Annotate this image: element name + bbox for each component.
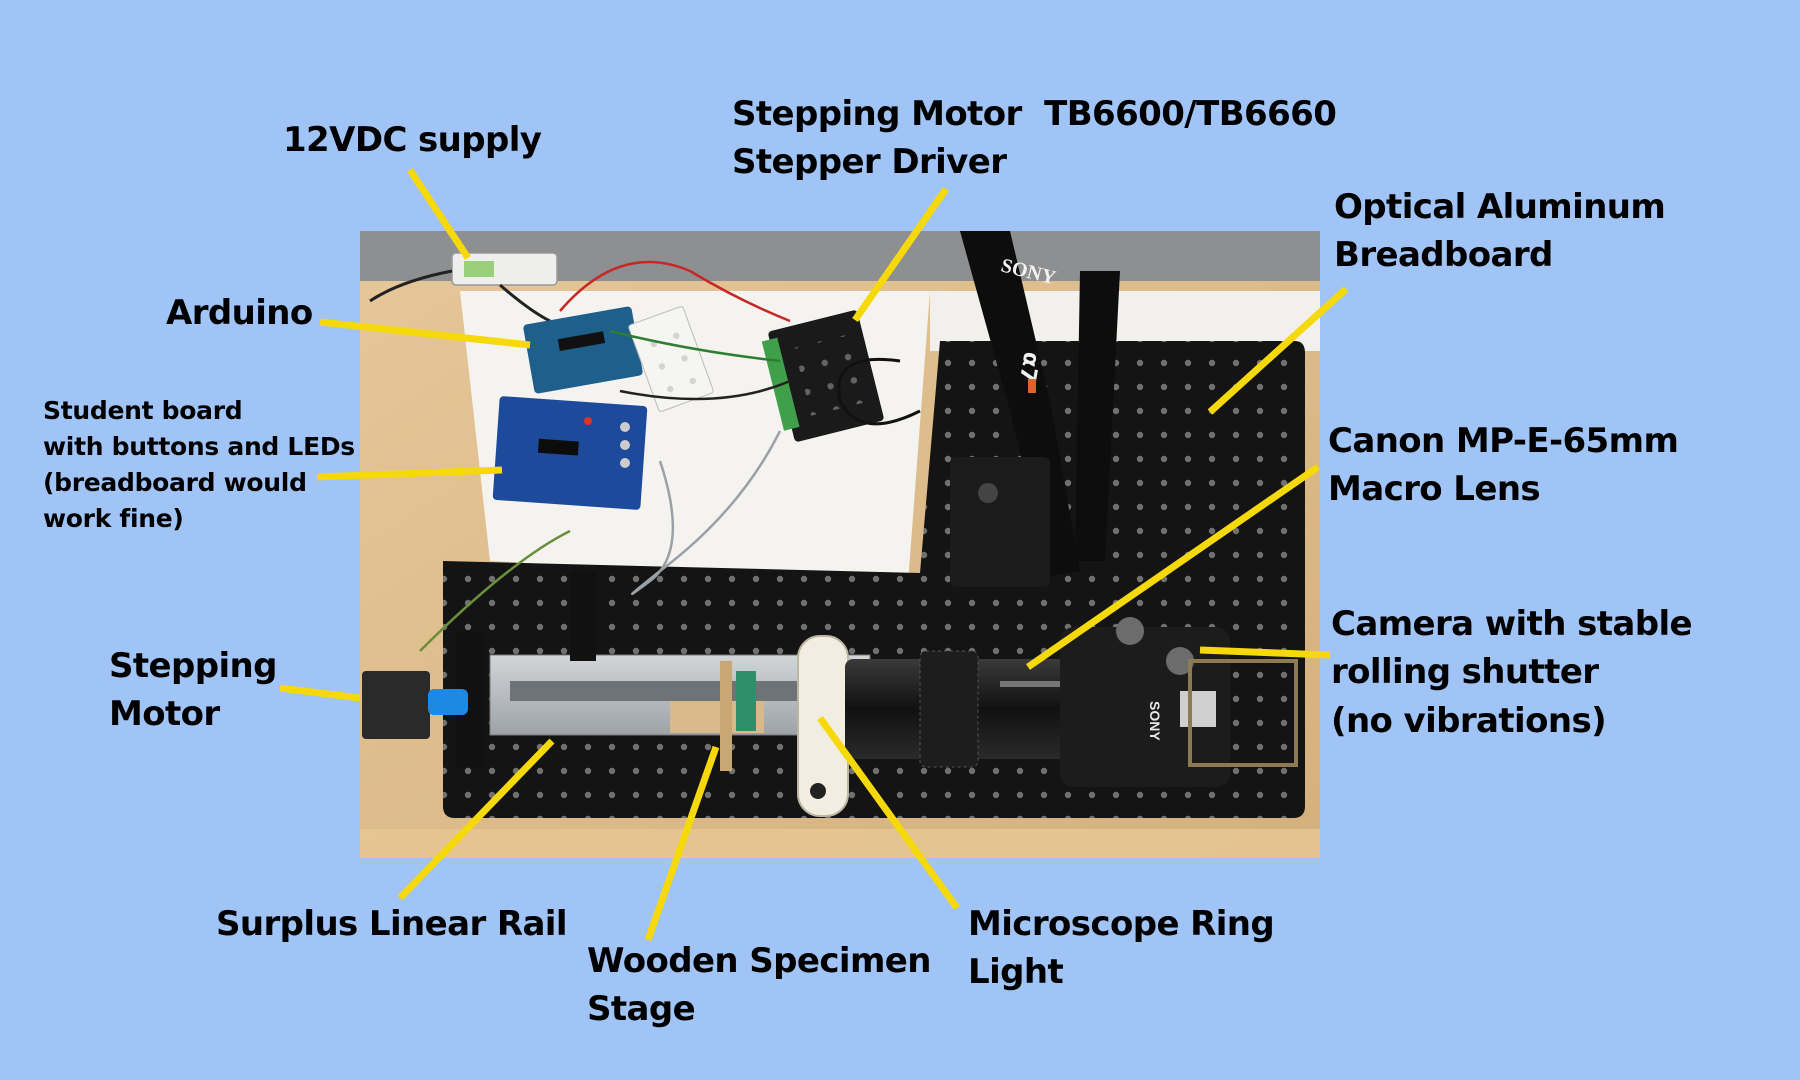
leader-breadboard (1207, 286, 1349, 415)
leader-camera (1199, 646, 1331, 659)
leader-rail (397, 738, 555, 901)
leader-arduino (319, 318, 531, 349)
student-board-led (584, 417, 592, 425)
label-student-board: Student board with buttons and LEDs (bre… (43, 396, 355, 533)
stepping-motor (362, 671, 430, 739)
mini-breadboard-rows (640, 316, 702, 402)
label-camera: Camera with stable rolling shutter (no v… (1331, 604, 1693, 741)
label-12vdc-supply: 12VDC supply (283, 120, 542, 160)
label-macro-lens: Canon MP-E-65mm Macro Lens (1328, 421, 1679, 510)
reflection-frame (1188, 659, 1298, 767)
camera-logo: SONY (1147, 701, 1163, 741)
power-supply-label (464, 261, 494, 277)
student-board-button-3 (620, 458, 630, 468)
camera-strap-2 (1075, 271, 1120, 561)
camera-hotshoe (1180, 691, 1216, 727)
arduino-board (523, 306, 643, 394)
label-stepping-motor: Stepping Motor (109, 646, 277, 735)
power-cable-2 (499, 283, 551, 323)
specimen-card (736, 671, 756, 731)
leader-lens (1026, 464, 1320, 670)
label-arduino: Arduino (166, 293, 313, 333)
wire-black (619, 379, 791, 401)
camera-dial-2 (1166, 647, 1194, 675)
specimen-stage-post (720, 661, 732, 771)
power-cable (369, 269, 453, 303)
rail-bracket (570, 571, 596, 661)
table-edge (360, 829, 1320, 858)
linear-rail-slot (510, 681, 850, 701)
lens-scale (1000, 681, 1060, 687)
wire-red (559, 260, 791, 323)
rig-photo: SONY α7 SONY (360, 231, 1320, 858)
strap-tag (1028, 379, 1036, 393)
leader-stage (644, 745, 720, 942)
wire-loop (837, 357, 921, 426)
student-board-chip (537, 438, 579, 456)
stepper-driver-table (794, 334, 866, 416)
leader-motor (279, 684, 361, 702)
student-board-button-2 (620, 440, 630, 450)
wire-bundle (630, 430, 782, 596)
label-optical-breadboard: Optical Aluminum Breadboard (1334, 187, 1666, 276)
mount-knob (978, 483, 998, 503)
camera-mount (950, 457, 1050, 587)
ring-light-knob (810, 783, 826, 799)
wire-motor (419, 529, 571, 652)
lens-focus-ring (919, 650, 979, 768)
motor-coupler (428, 689, 468, 715)
label-ring-light: Microscope Ring Light (968, 904, 1275, 993)
student-board-button-1 (620, 422, 630, 432)
label-stepper-driver: Stepping Motor TB6600/TB6660 Stepper Dri… (732, 94, 1337, 183)
leader-student-board (316, 466, 503, 481)
leader-driver (852, 187, 949, 322)
arduino-chip (557, 331, 606, 352)
leader-supply (407, 168, 471, 260)
wire-green (609, 329, 781, 363)
strap-model: α7 (1014, 350, 1044, 384)
leader-ring-light (817, 715, 960, 911)
camera-dial-1 (1116, 617, 1144, 645)
label-specimen-stage: Wooden Specimen Stage (587, 941, 931, 1030)
label-linear-rail: Surplus Linear Rail (216, 904, 568, 944)
